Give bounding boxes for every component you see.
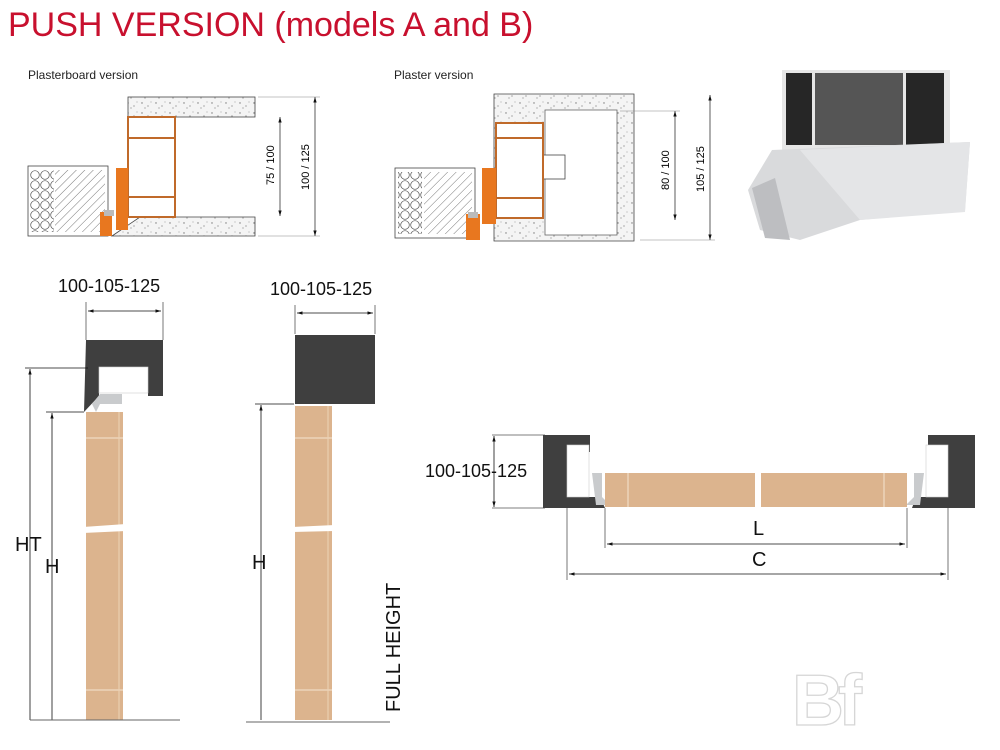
ht-label: HT (15, 534, 42, 556)
plaster-section (394, 93, 715, 242)
plan-view (492, 434, 975, 580)
plaster-caption: Plaster version (394, 68, 474, 82)
plan-depth-dim: 100-105-125 (425, 461, 528, 481)
plaster-outer-dim: 105 / 125 (695, 146, 707, 192)
right-elevation (246, 305, 390, 723)
plasterboard-section (27, 96, 320, 237)
profile-photo (748, 70, 970, 240)
left-elevation (25, 302, 180, 721)
full-height-label: FULL HEIGHT (383, 582, 405, 712)
h-label-left: H (45, 556, 60, 578)
l-label: L (753, 518, 765, 540)
c-label: C (752, 549, 767, 571)
left-width-dim: 100-105-125 (58, 276, 161, 296)
plasterboard-inner-dim: 75 / 100 (265, 145, 277, 185)
right-width-dim: 100-105-125 (270, 279, 373, 299)
page-title: PUSH VERSION (models A and B) (8, 6, 534, 44)
plasterboard-outer-dim: 100 / 125 (300, 144, 312, 190)
bf-logo: Bf (791, 660, 862, 741)
plaster-inner-dim: 80 / 100 (660, 150, 672, 190)
plasterboard-caption: Plasterboard version (28, 68, 139, 82)
h-label-right: H (252, 552, 267, 574)
